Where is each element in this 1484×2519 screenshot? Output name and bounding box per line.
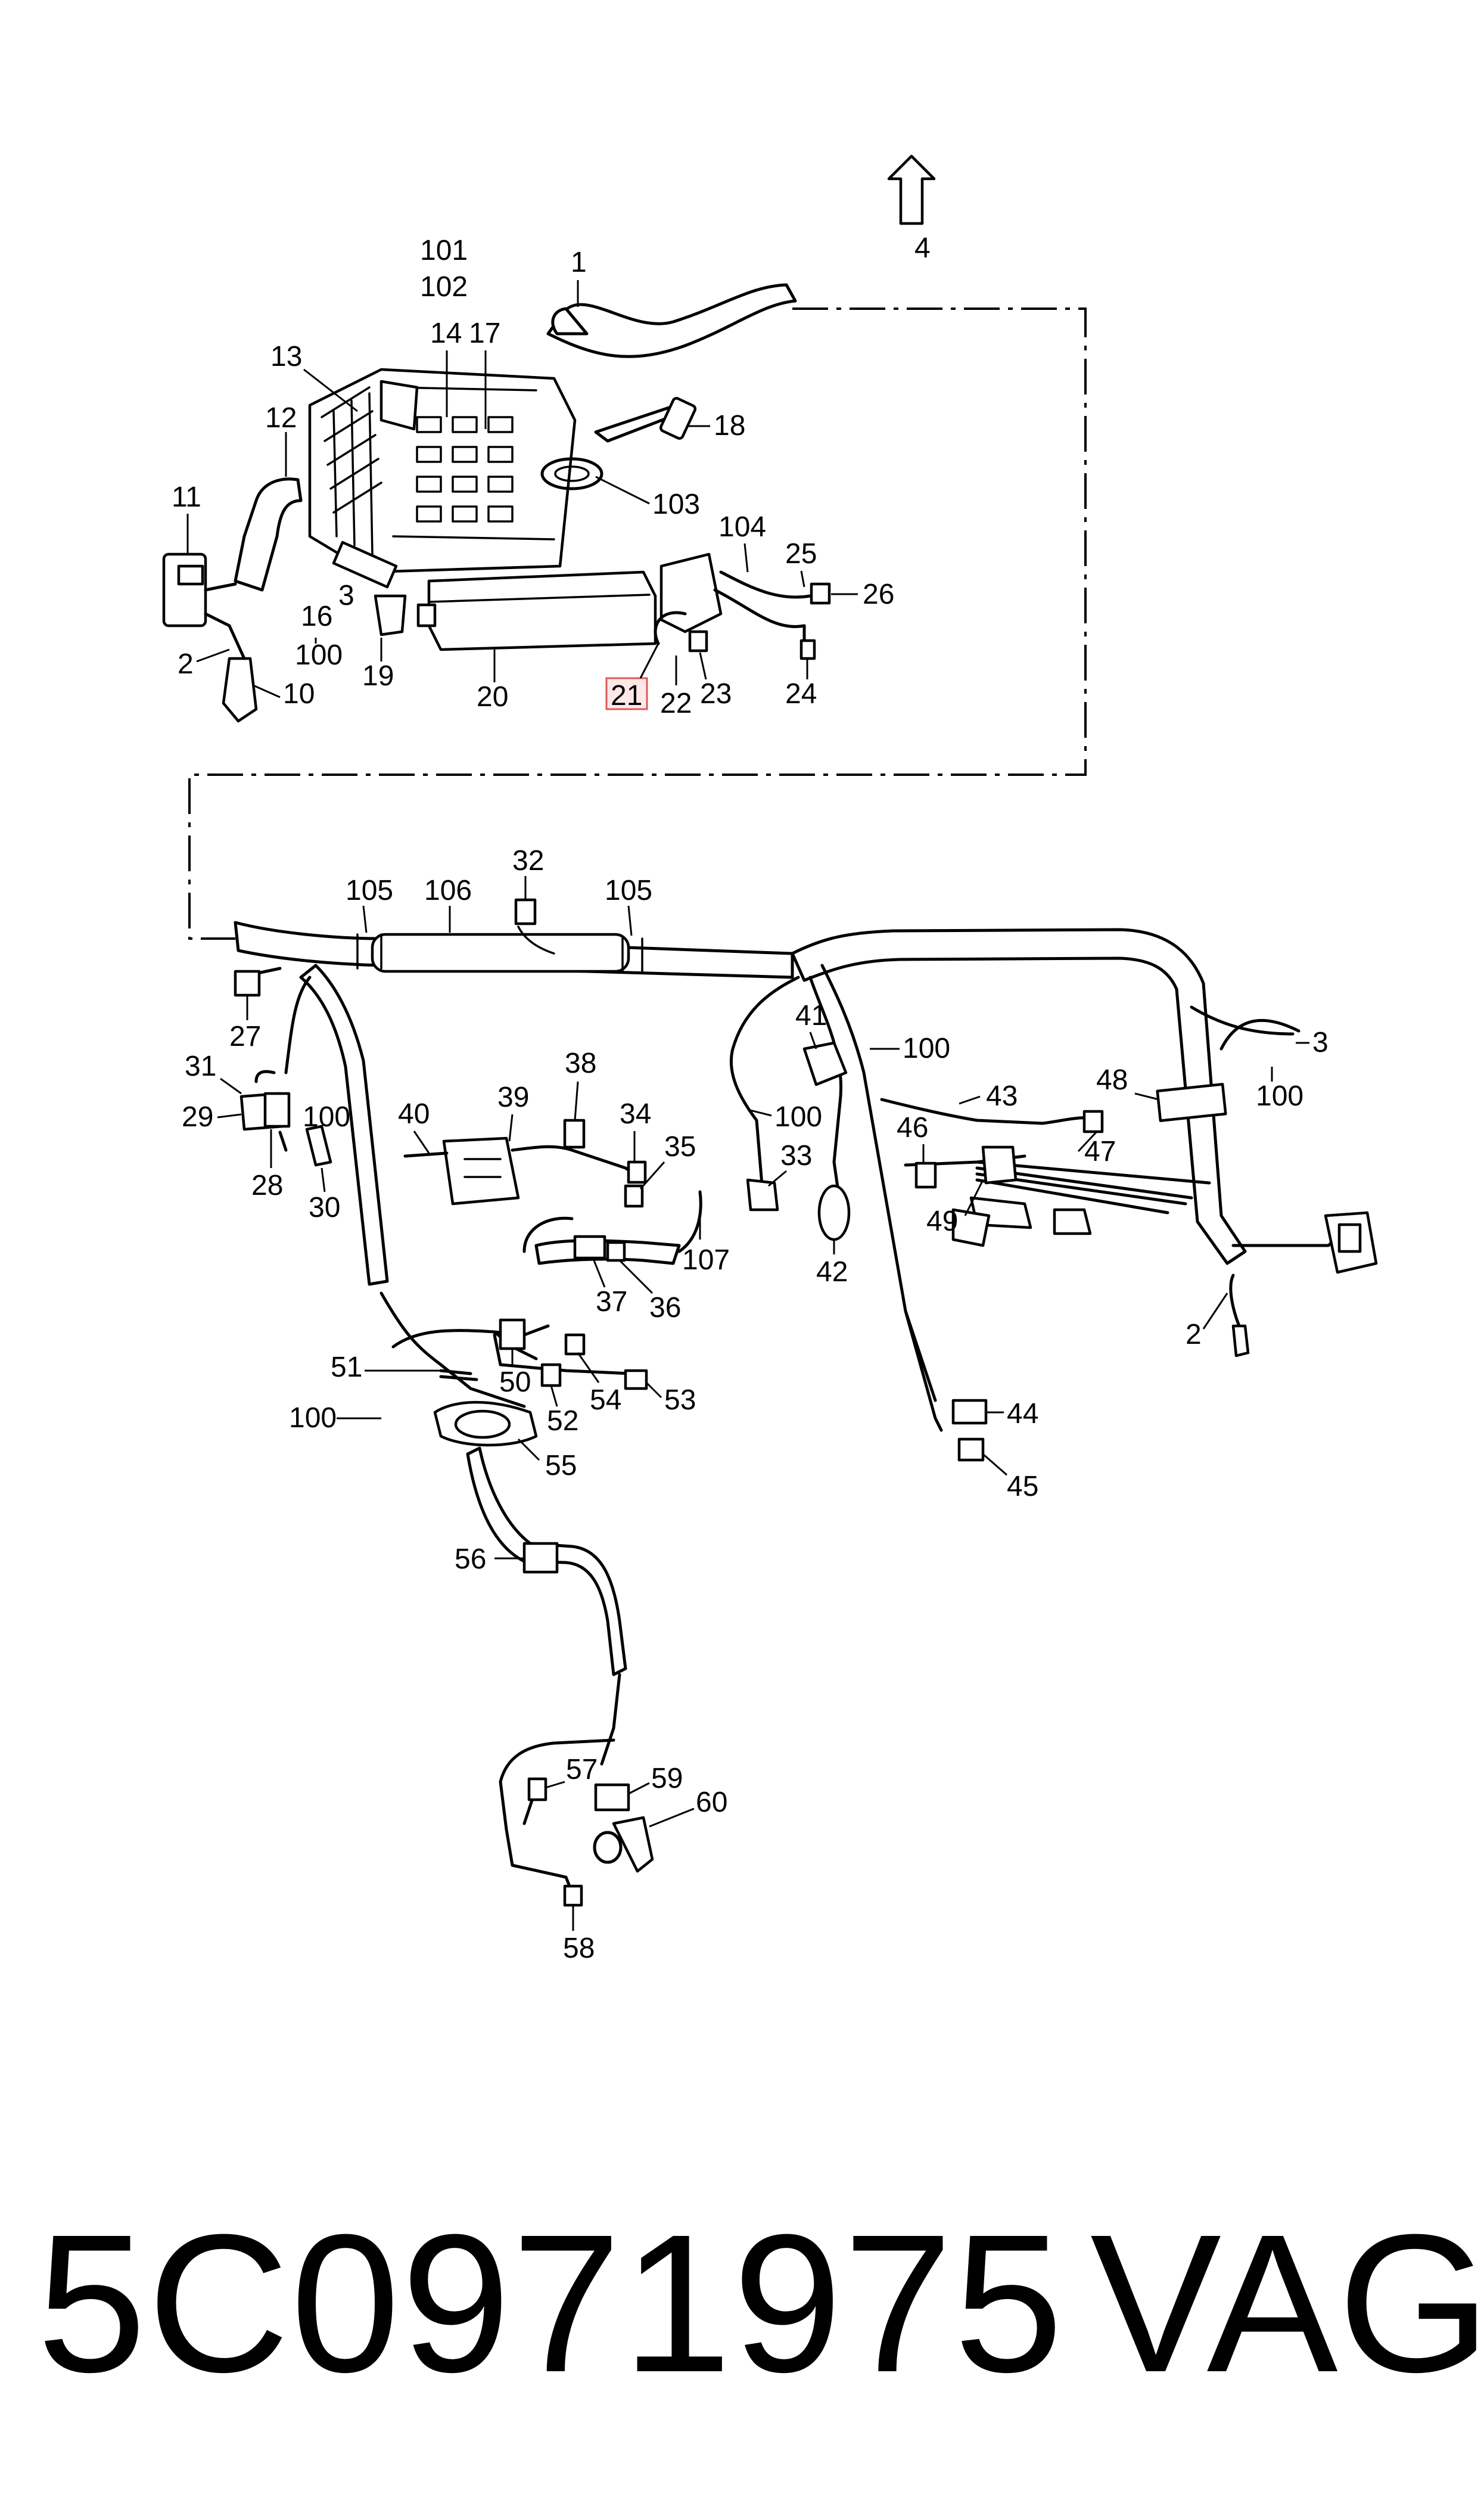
callout-11: 11 <box>172 482 201 513</box>
callout-102: 102 <box>420 271 468 303</box>
callout-27: 27 <box>229 1021 261 1052</box>
callout-106: 106 <box>424 875 472 906</box>
callout-13: 13 <box>270 341 302 372</box>
callout-20: 20 <box>477 681 508 713</box>
callout-24: 24 <box>785 678 817 710</box>
callout-16: 16 <box>301 601 332 632</box>
callout-21: 21 <box>611 680 642 712</box>
callout-45: 45 <box>1007 1471 1038 1502</box>
callout-25: 25 <box>785 538 817 570</box>
callout-43: 43 <box>986 1080 1018 1112</box>
callout-41: 41 <box>795 1000 827 1032</box>
callout-10: 10 <box>283 678 315 710</box>
callout-2-b: 2 <box>1186 1319 1202 1350</box>
callout-28: 28 <box>251 1170 283 1201</box>
callout-100-a: 100 <box>295 639 343 671</box>
callout-4: 4 <box>914 232 931 264</box>
callout-29: 29 <box>182 1101 213 1133</box>
upper-callouts: 4 1 101 102 14 17 13 12 18 11 103 104 25… <box>172 232 931 719</box>
callout-31: 31 <box>185 1051 216 1082</box>
callout-48: 48 <box>1096 1064 1128 1096</box>
direction-arrow-icon <box>887 154 936 225</box>
callout-100-d: 100 <box>774 1101 822 1133</box>
callout-105-a: 105 <box>346 875 393 906</box>
callout-53: 53 <box>664 1384 696 1416</box>
callout-3-b: 3 <box>1312 1027 1329 1058</box>
callout-34: 34 <box>620 1098 651 1130</box>
callout-103: 103 <box>652 489 700 520</box>
callout-58: 58 <box>563 1933 595 1964</box>
callout-44: 44 <box>1007 1398 1038 1430</box>
callout-33: 33 <box>780 1140 812 1172</box>
callout-39: 39 <box>497 1082 529 1113</box>
callout-3: 3 <box>338 580 354 611</box>
callout-57: 57 <box>566 1754 598 1785</box>
callout-17: 17 <box>469 318 500 349</box>
callout-19: 19 <box>362 660 394 692</box>
callout-100-b: 100 <box>303 1101 350 1133</box>
callout-36: 36 <box>649 1292 681 1324</box>
callout-2: 2 <box>178 648 194 680</box>
callout-49: 49 <box>926 1206 958 1237</box>
callout-54: 54 <box>590 1384 621 1416</box>
callout-107: 107 <box>682 1244 730 1276</box>
callout-42: 42 <box>816 1256 848 1288</box>
callout-23: 23 <box>700 678 732 710</box>
callout-37: 37 <box>596 1286 627 1318</box>
callout-51: 51 <box>331 1352 362 1383</box>
lower-callouts: 32 105 106 105 27 31 29 100 28 30 38 39 … <box>182 845 1329 1964</box>
callout-105-b: 105 <box>605 875 652 906</box>
callout-14: 14 <box>430 318 462 349</box>
connection-line <box>188 308 1087 940</box>
callout-55: 55 <box>545 1450 577 1481</box>
callout-18: 18 <box>714 410 745 442</box>
callout-104: 104 <box>718 511 766 543</box>
upper-assembly <box>162 283 831 723</box>
callout-100-c: 100 <box>903 1033 950 1064</box>
callout-59: 59 <box>651 1763 683 1794</box>
main-harness <box>234 898 1378 1907</box>
part-number: 5C0971975 <box>37 2193 1065 2413</box>
callout-1: 1 <box>571 247 587 278</box>
callout-35: 35 <box>664 1131 696 1163</box>
callout-101: 101 <box>420 235 468 266</box>
callout-52: 52 <box>547 1405 578 1437</box>
callout-46: 46 <box>897 1112 928 1144</box>
callout-47: 47 <box>1084 1136 1116 1167</box>
callout-100-f: 100 <box>289 1402 337 1434</box>
callout-60: 60 <box>696 1787 727 1818</box>
callout-50: 50 <box>499 1366 531 1398</box>
callout-100-e: 100 <box>1256 1080 1303 1112</box>
highlight-box <box>605 677 648 710</box>
callout-12: 12 <box>265 402 297 434</box>
callout-40: 40 <box>398 1098 430 1130</box>
callout-26: 26 <box>863 579 894 610</box>
brand-name: VAG <box>1090 2193 1484 2413</box>
callout-56: 56 <box>455 1543 486 1575</box>
callout-32: 32 <box>512 845 544 877</box>
callout-22: 22 <box>660 688 692 719</box>
callout-38: 38 <box>565 1048 596 1079</box>
callout-30: 30 <box>309 1192 340 1223</box>
